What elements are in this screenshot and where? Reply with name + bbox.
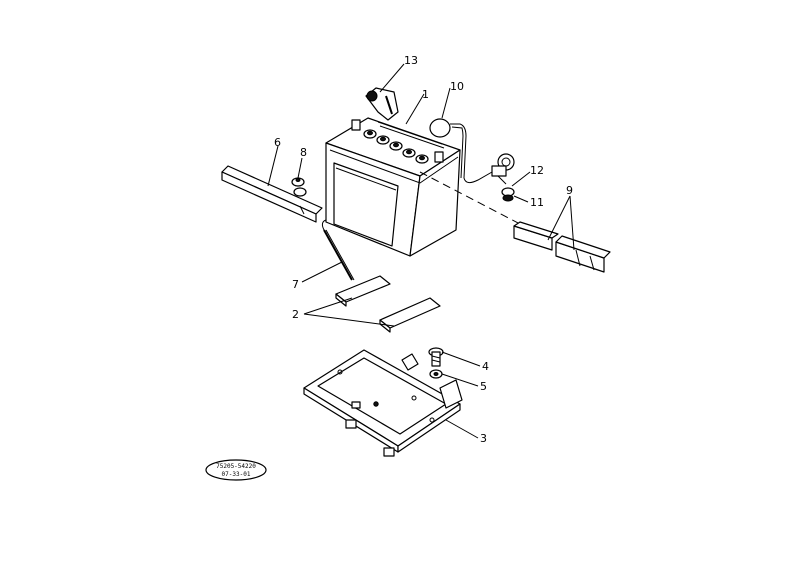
terminal-connector	[491, 153, 515, 185]
nut-washer-8	[291, 177, 307, 197]
callout-10: 10	[450, 80, 464, 93]
washer-5	[429, 369, 443, 379]
hold-down-bar	[221, 165, 323, 223]
callout-5: 5	[480, 380, 487, 393]
leader-lines	[267, 63, 575, 439]
callout-13: 13	[404, 54, 418, 67]
j-bolt	[321, 219, 355, 281]
callout-7: 7	[292, 278, 299, 291]
callout-12: 12	[530, 164, 544, 177]
callout-9: 9	[566, 184, 573, 197]
callout-8: 8	[300, 146, 307, 159]
terminal-clamp	[365, 87, 399, 121]
battery-tray	[303, 349, 463, 457]
guide-line	[419, 171, 521, 225]
callout-6: 6	[274, 136, 281, 149]
stamp-line-1: 75205-54220	[216, 463, 256, 470]
rail-pieces	[513, 221, 611, 273]
battery-pads	[335, 275, 441, 333]
bolt-4	[428, 347, 444, 367]
battery-cell-caps	[363, 129, 429, 164]
stamp-line-2: 07-33-01	[222, 471, 251, 478]
callout-11: 11	[530, 196, 544, 209]
sensor-bulb-and-cable	[429, 118, 493, 184]
battery	[325, 117, 461, 257]
callout-3: 3	[480, 432, 487, 445]
callout-2: 2	[292, 308, 299, 321]
callout-1: 1	[422, 88, 429, 101]
nut-11	[501, 187, 515, 202]
part-number-stamp: 75205-54220 07-33-01	[205, 459, 267, 481]
callout-4: 4	[482, 360, 489, 373]
